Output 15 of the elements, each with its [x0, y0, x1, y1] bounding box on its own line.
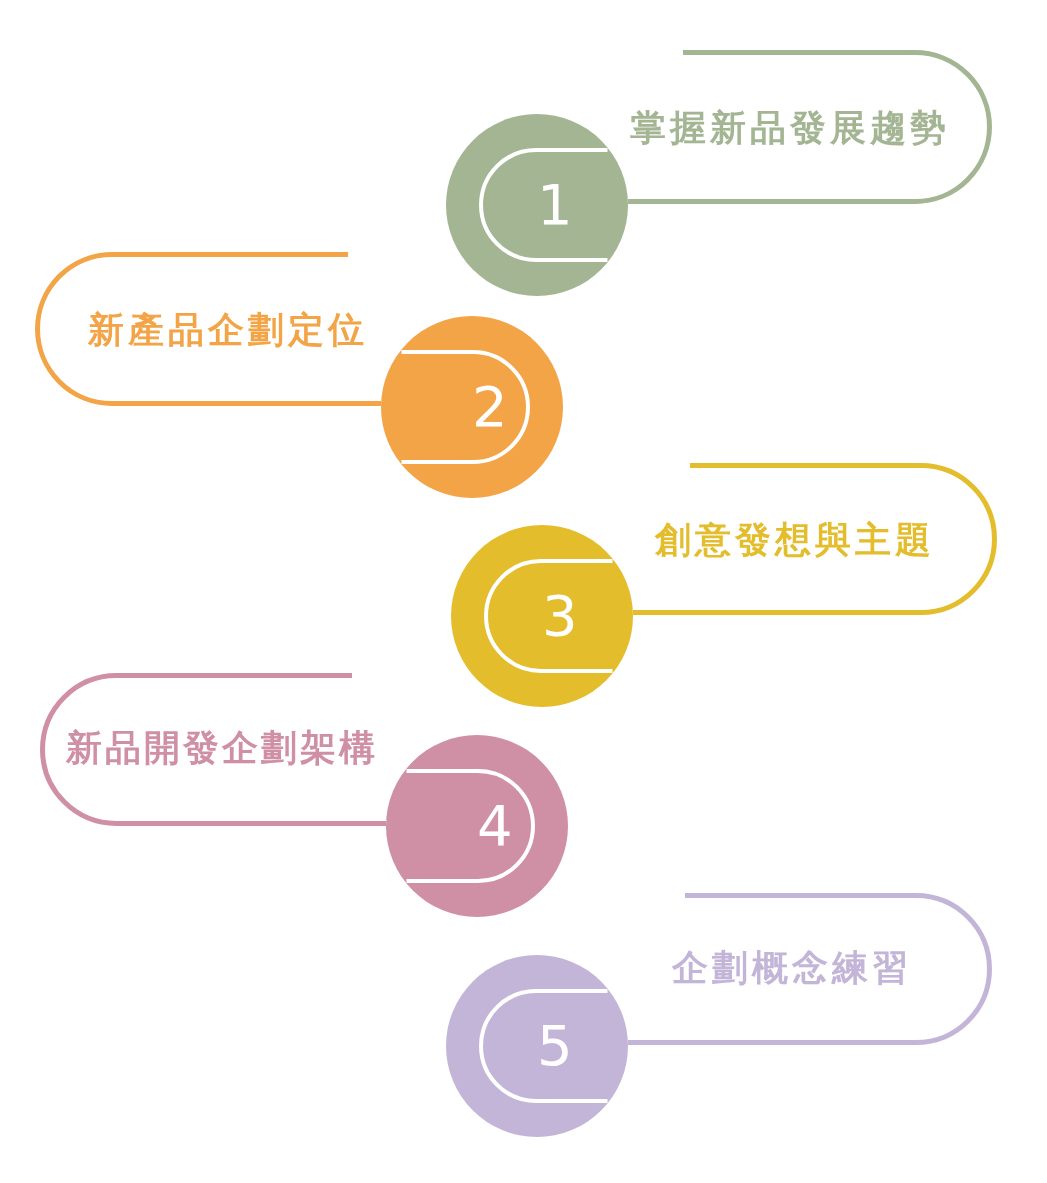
- step-number: 1: [537, 173, 573, 237]
- capsule-band: [35, 252, 381, 406]
- step-number: 5: [537, 1014, 573, 1078]
- step-title: 掌握新品發展趨勢: [630, 106, 950, 150]
- step-title: 新品開發企劃架構: [66, 726, 378, 770]
- capsule-band: [628, 893, 992, 1045]
- step-number: 3: [542, 584, 578, 648]
- capsule-band: [40, 673, 386, 826]
- step-title: 創意發想與主題: [655, 518, 935, 562]
- capsule-band: [633, 463, 997, 615]
- step-title: 新產品企劃定位: [88, 308, 368, 352]
- step-title: 企劃概念練習: [672, 946, 912, 990]
- step-number: 4: [477, 794, 513, 858]
- capsule-band: [628, 50, 992, 204]
- step-number: 2: [472, 375, 508, 439]
